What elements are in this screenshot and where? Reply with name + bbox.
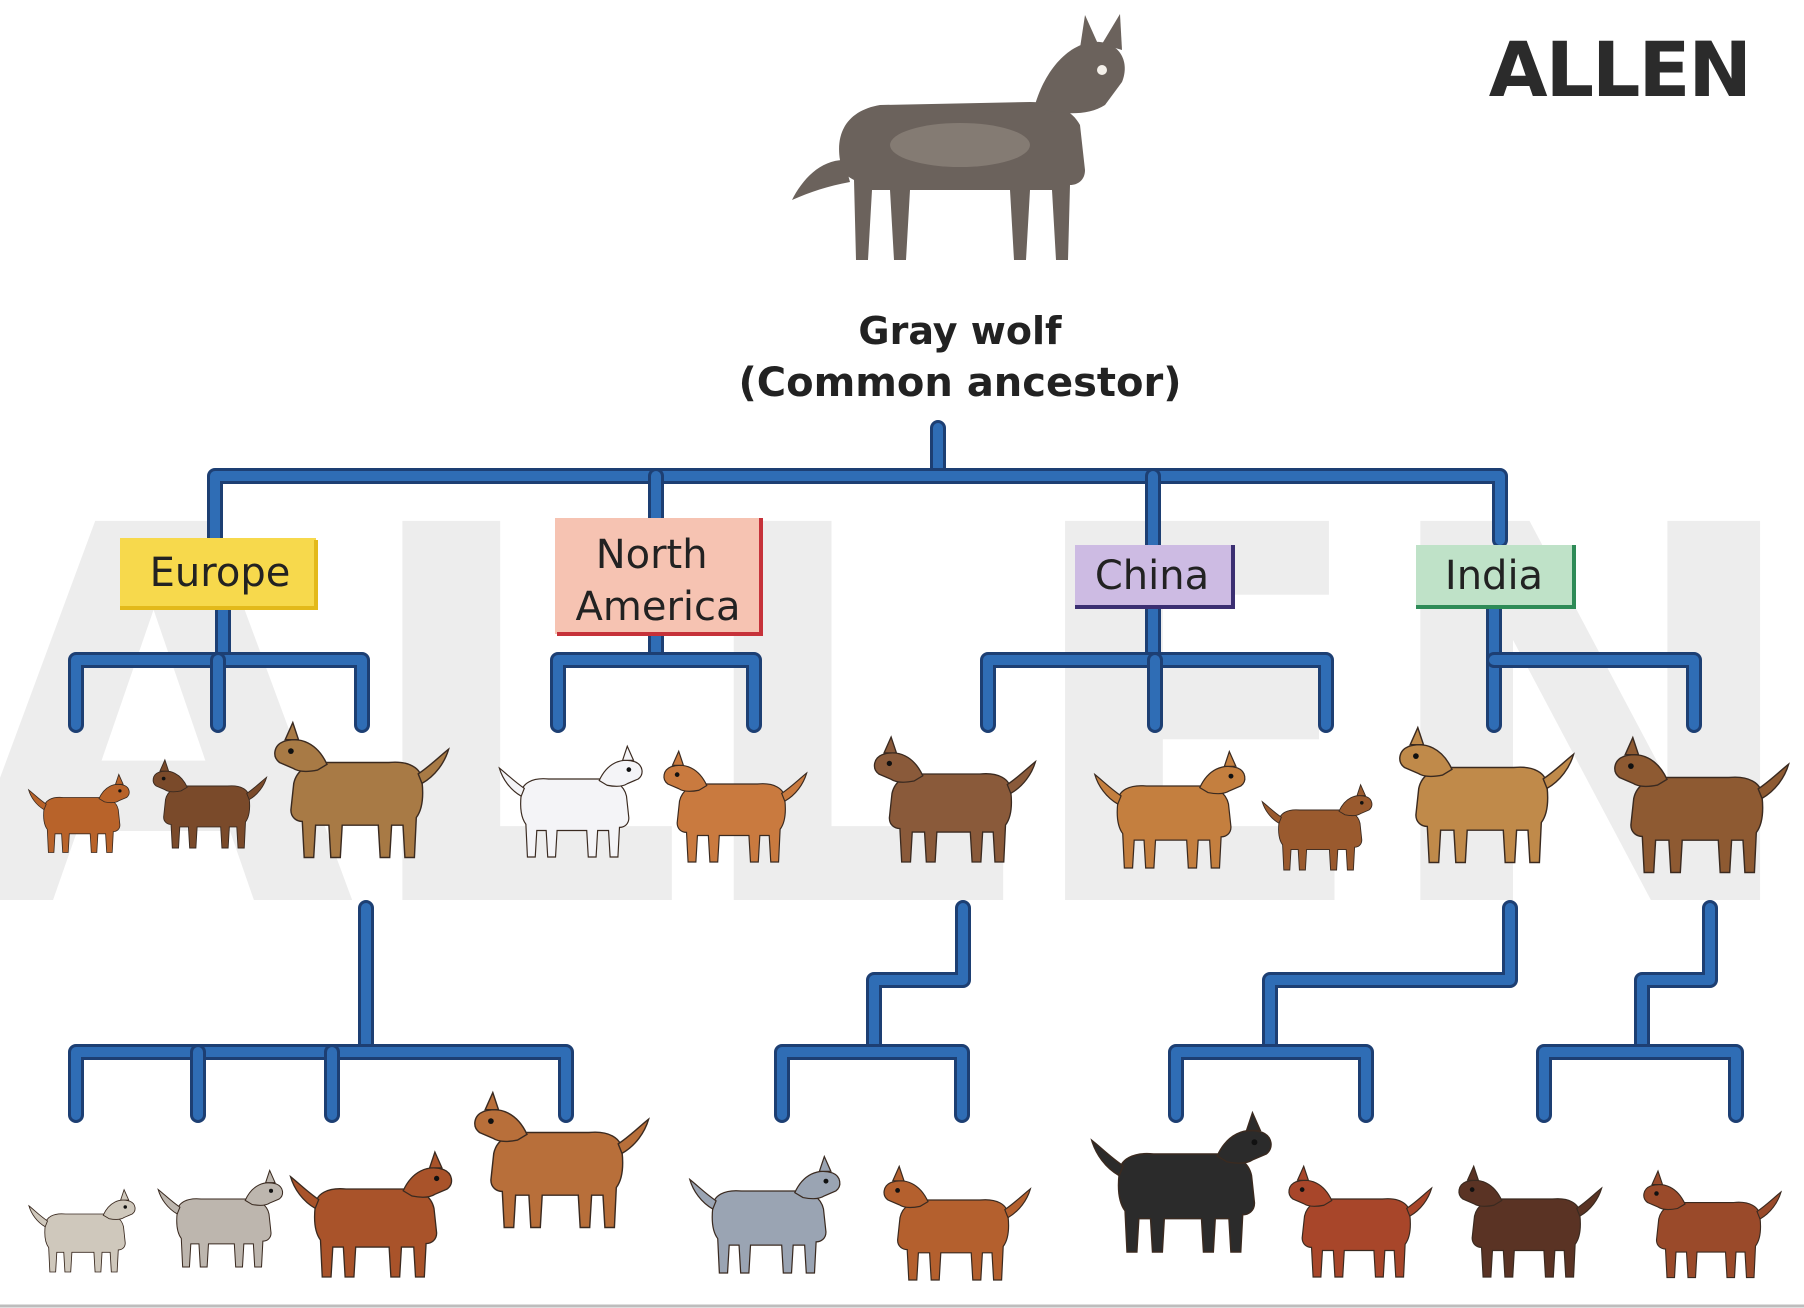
branch-line [1265, 903, 1515, 1057]
region-label-india-text: India [1445, 553, 1543, 599]
region-label-china: China [1075, 545, 1235, 609]
watermark: ALLEN [0, 417, 1804, 1023]
branch-outline [774, 1044, 970, 1123]
allen-logo: ALLEN [1489, 25, 1750, 114]
branch-line [1539, 1047, 1741, 1120]
region-label-india: India [1416, 545, 1576, 609]
spaniel-icon [1288, 1165, 1433, 1278]
region-label-north-america: North America [555, 518, 763, 636]
root-title: Gray wolf [858, 309, 1062, 353]
branch-line [553, 655, 759, 730]
gray-wolf-icon [792, 14, 1125, 260]
dog-breeds-tier1 [28, 721, 1790, 874]
region-label-europe: Europe [120, 538, 318, 610]
afghan-hound-icon [1091, 1112, 1272, 1253]
chow-chow-icon [1094, 750, 1246, 869]
bloodhound-icon [1614, 736, 1790, 874]
branch-line [71, 1047, 571, 1120]
region-label-europe-text: Europe [150, 550, 291, 596]
region-label-china-text: China [1095, 553, 1209, 599]
pug-icon [28, 1189, 136, 1273]
branch-outline [1536, 1044, 1744, 1123]
basenji-icon [883, 1165, 1032, 1281]
greyhound-icon [1399, 726, 1575, 864]
shiba-inu-icon [663, 750, 808, 863]
branch-line [210, 471, 1505, 545]
branch-lines [68, 420, 1744, 1123]
pekingese-icon [1261, 784, 1373, 871]
branch-line [1489, 655, 1699, 730]
region-label-north-america-text: North America [576, 532, 741, 630]
dingo-icon [873, 736, 1037, 863]
branch-line [869, 903, 968, 1057]
great-dane-icon [474, 1091, 650, 1229]
samoyed-icon [498, 745, 643, 858]
root-subtitle: (Common ancestor) [738, 360, 1181, 406]
mastiff-icon [274, 721, 450, 859]
bulldog-icon [157, 1169, 284, 1268]
region-labels: Europe North America China India [120, 518, 1576, 636]
dog-breeds-tier2 [28, 1091, 1782, 1281]
saint-bernard-icon [289, 1151, 453, 1278]
branch-line [1637, 903, 1715, 1057]
pointer-icon [1458, 1165, 1603, 1278]
branch-line [1171, 1047, 1371, 1120]
airedale-terrier-icon [152, 759, 268, 849]
branch-line [777, 1047, 967, 1120]
brittany-icon [1643, 1170, 1782, 1279]
branch-outline [1168, 1044, 1374, 1123]
husky-icon [689, 1155, 841, 1274]
pomeranian-icon [28, 773, 130, 853]
